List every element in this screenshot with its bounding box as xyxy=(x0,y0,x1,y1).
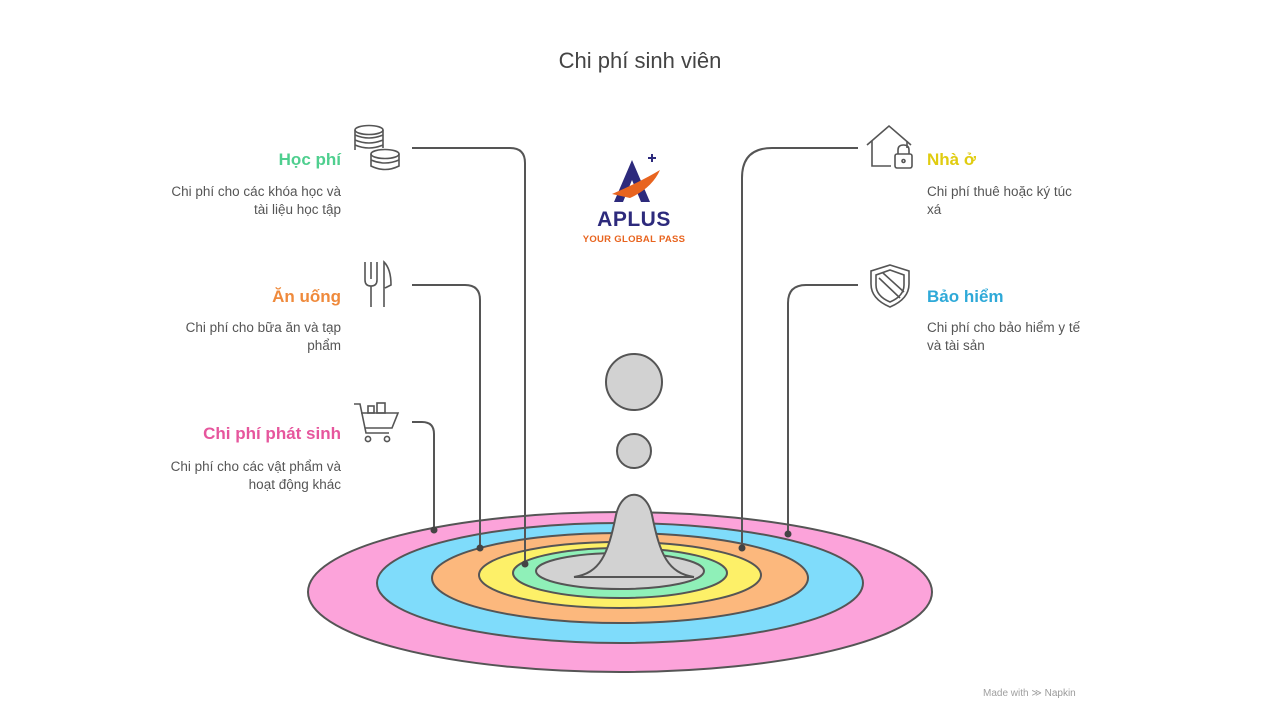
coins-icon xyxy=(354,124,400,171)
label-bao-hiem: Bảo hiểm xyxy=(927,287,1004,306)
label-hoc-phi: Học phí xyxy=(278,150,341,169)
napkin-icon: ≫ xyxy=(1031,688,1042,699)
aplus-logo-icon xyxy=(612,154,660,202)
desc-chi-phi-phat-sinh: Chi phí cho các vật phẩm và hoạt động kh… xyxy=(170,459,341,492)
desc-an-uong: Chi phí cho bữa ăn và tạp phẩm xyxy=(185,320,341,353)
connector-phat-sinh xyxy=(412,421,435,530)
connector-nha-o xyxy=(741,147,858,548)
connector-dot-phat-sinh xyxy=(430,526,438,534)
page-title: Chi phí sinh viên xyxy=(558,48,722,73)
desc-hoc-phi: Chi phí cho các khóa học và tài liệu học… xyxy=(171,184,341,217)
connector-dot-nha-o xyxy=(738,544,746,552)
connector-dot-hoc-phi xyxy=(521,560,529,568)
connector-dot-bao-hiem xyxy=(784,530,792,538)
house-lock-icon xyxy=(866,124,913,169)
label-an-uong: Ăn uống xyxy=(272,287,341,306)
desc-bao-hiem: Chi phí cho bảo hiểm y tế và tài sản xyxy=(927,320,1081,353)
label-chi-phi-phat-sinh: Chi phí phát sinh xyxy=(203,424,341,443)
desc-nha-o: Chi phí thuê hoặc ký túc xá xyxy=(927,184,1072,217)
footer-brand: Napkin xyxy=(1044,688,1076,699)
connector-dot-an-uong xyxy=(476,544,484,552)
splash-peak xyxy=(573,494,695,578)
connector-hoc-phi xyxy=(412,147,526,564)
shopping-cart-icon xyxy=(354,402,400,443)
footer-made-with: Made with xyxy=(983,688,1029,699)
label-nha-o: Nhà ở xyxy=(927,150,976,169)
shield-icon xyxy=(870,264,910,308)
fork-knife-icon xyxy=(364,260,392,307)
connector-bao-hiem xyxy=(787,284,858,534)
drop-large xyxy=(605,353,663,411)
drop-small xyxy=(616,433,652,469)
logo-tagline: YOUR GLOBAL PASS xyxy=(582,234,686,245)
connector-an-uong xyxy=(412,284,481,548)
footer-credit: Made with ≫ Napkin xyxy=(983,688,1076,699)
logo-name: APLUS xyxy=(597,208,671,231)
